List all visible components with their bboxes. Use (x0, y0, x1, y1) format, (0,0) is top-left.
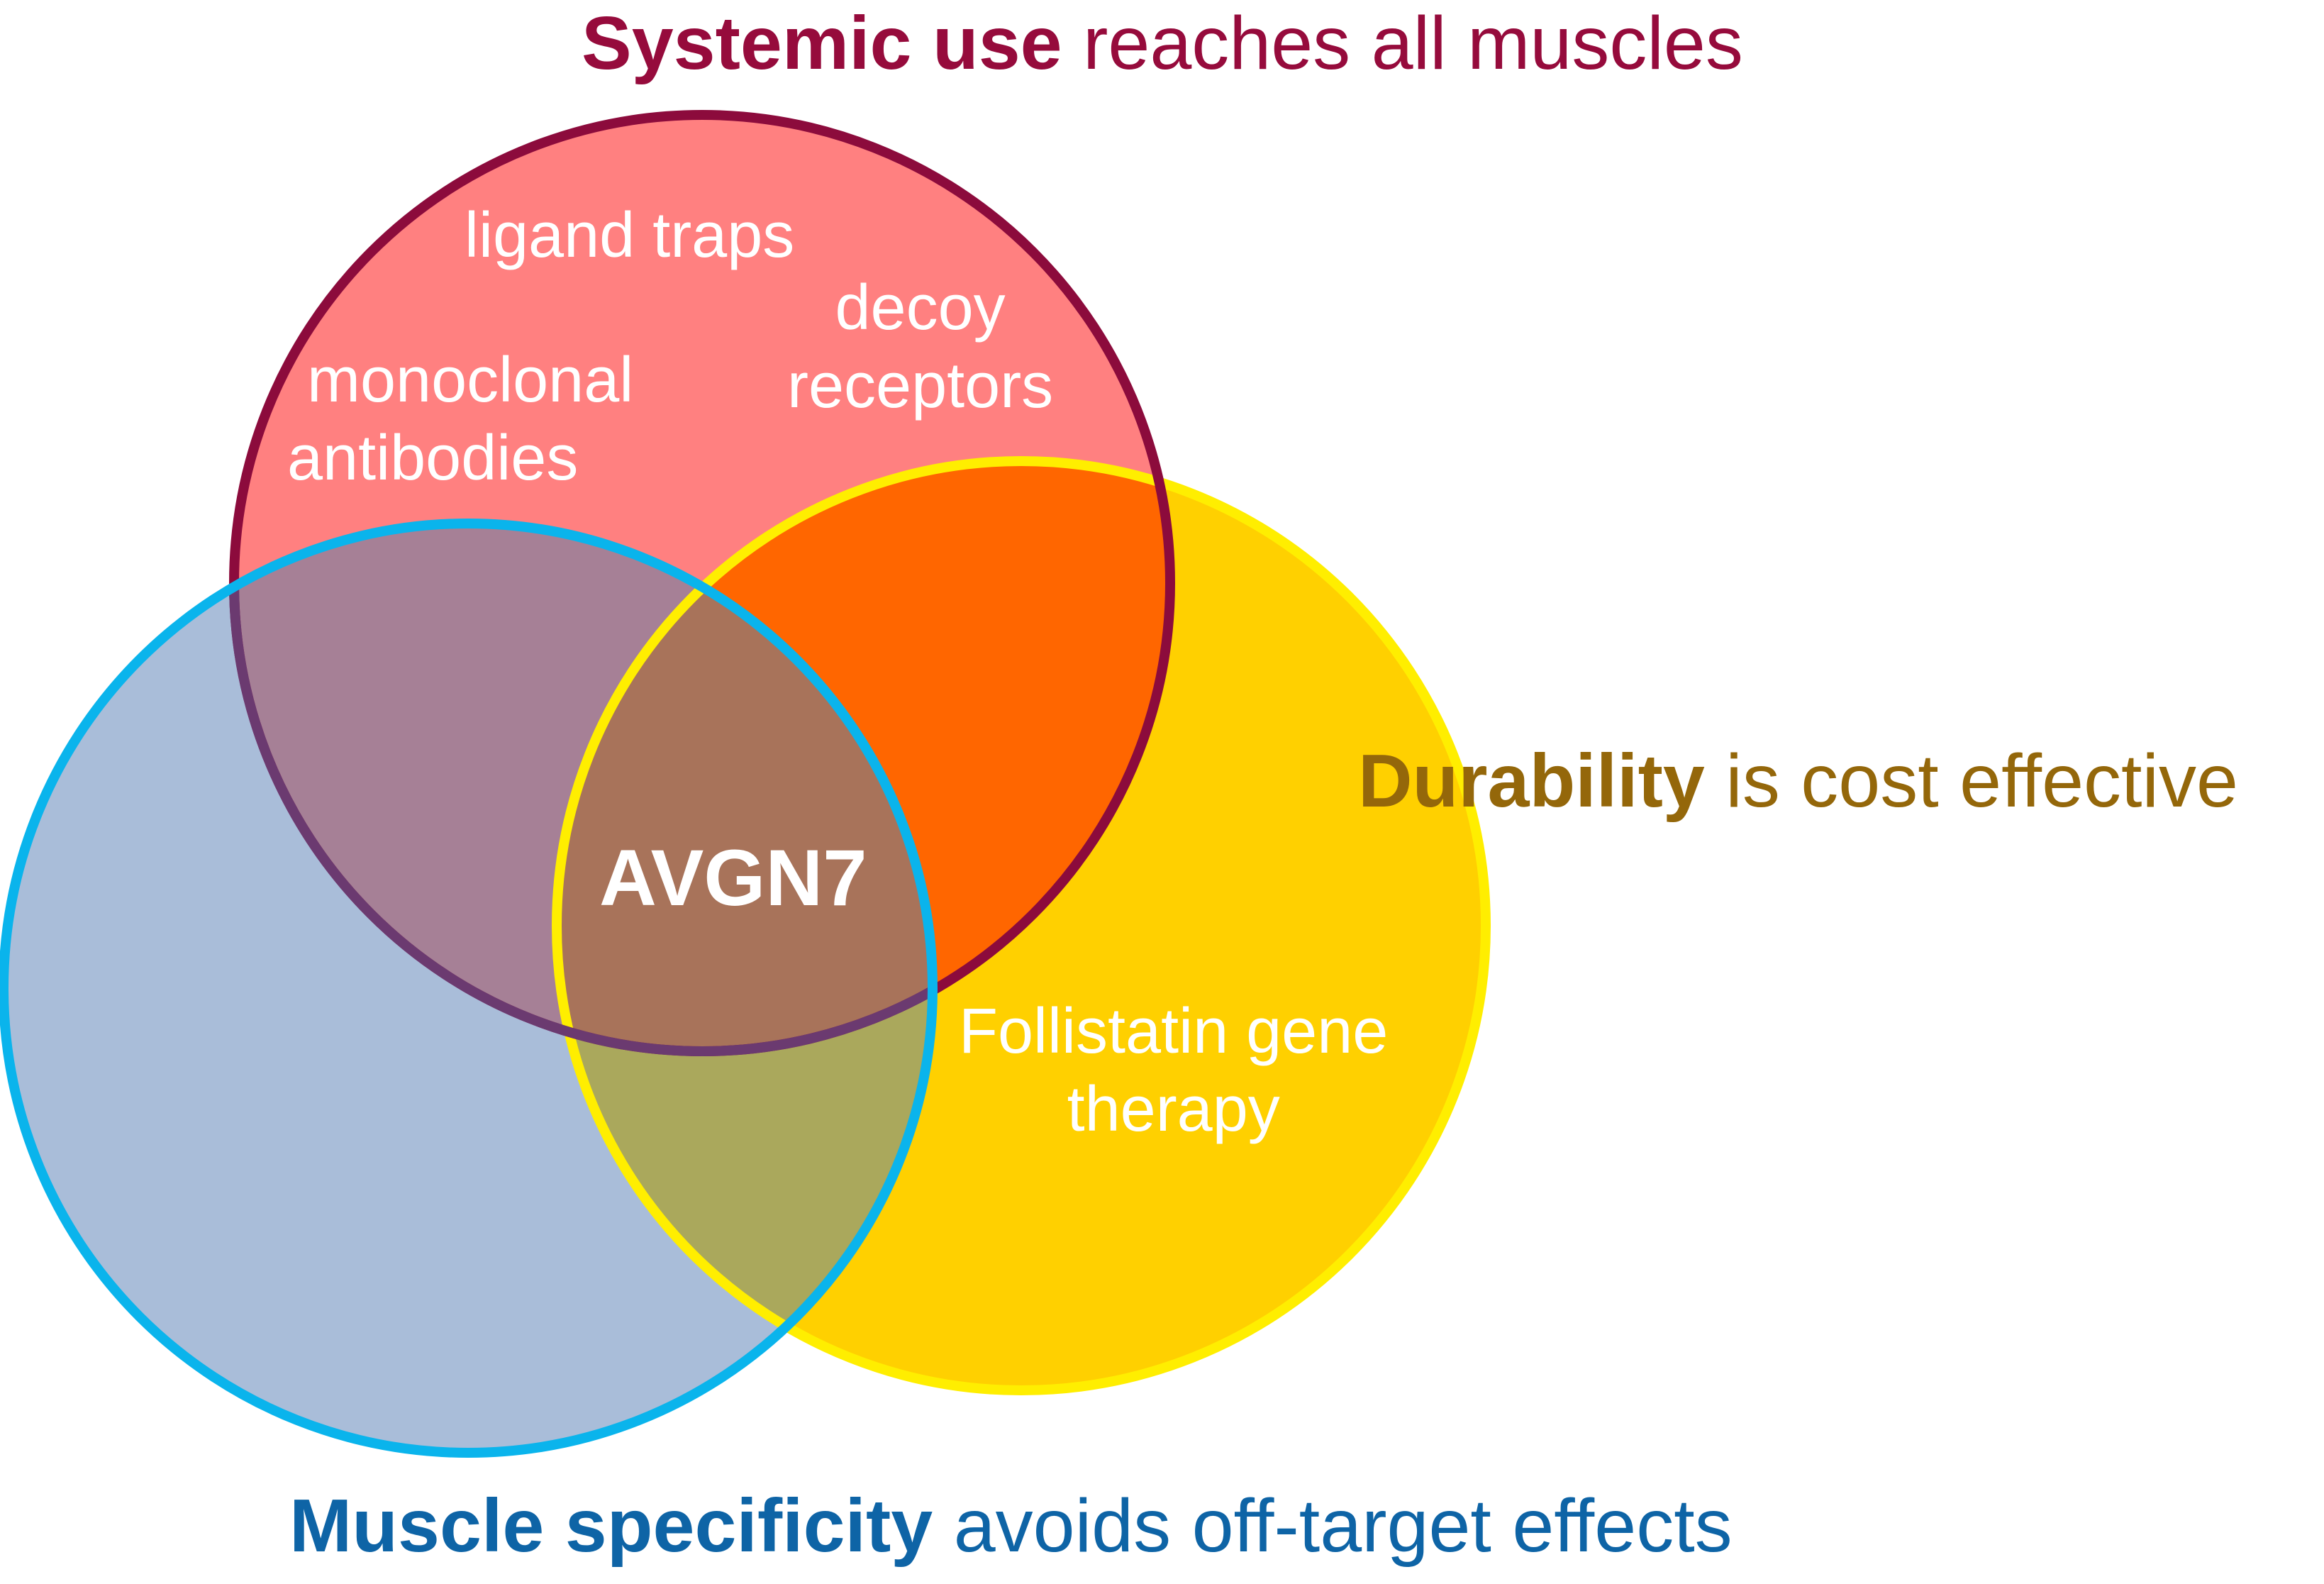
label-follistatin-gene-therapy: Follistatin gene therapy (959, 993, 1388, 1149)
label-ligand-traps: ligand traps (465, 200, 795, 271)
heading-muscle-specificity: Muscle specificity avoids off-target eff… (289, 1484, 1733, 1568)
label-decoy-line-1: decoy (835, 272, 1006, 343)
label-follistatin-line-2: therapy (1067, 1073, 1280, 1145)
heading-systemic-use: Systemic use reaches all muscles (582, 1, 1743, 85)
label-monoclonal-antibodies: monoclonal antibodies (287, 342, 633, 498)
durability-circle-outline (552, 456, 1491, 1395)
label-avgn7-center: AVGN7 (599, 833, 867, 922)
label-monoclonal-line-2: antibodies (287, 422, 579, 494)
heading-durability: Durability is cost effective (1358, 739, 2239, 823)
label-decoy-receptors: decoy receptors (787, 270, 1053, 426)
label-follistatin-line-1: Follistatin gene (959, 996, 1389, 1067)
label-decoy-line-2: receptors (787, 350, 1054, 421)
muscle-circle-outline (0, 519, 938, 1458)
label-monoclonal-line-1: monoclonal (307, 345, 634, 416)
